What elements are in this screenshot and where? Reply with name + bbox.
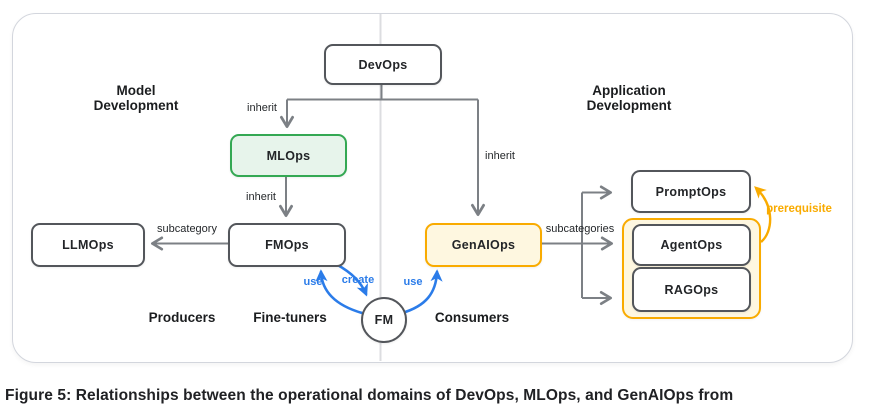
- node-fmops: FMOps: [228, 223, 346, 267]
- node-devops: DevOps: [324, 44, 442, 85]
- edge-label-prerequisite: prerequisite: [766, 203, 832, 215]
- node-llmops: LLMOps: [31, 223, 145, 267]
- edge-label-use-left: use: [303, 276, 323, 288]
- node-fm-label: FM: [374, 313, 394, 327]
- section-producers: Producers: [148, 310, 216, 325]
- section-model-development: Model Development: [93, 83, 179, 113]
- edge-label-inherit-left: inherit: [247, 102, 277, 114]
- node-mlops-label: MLOps: [266, 148, 311, 163]
- edge-label-subcategories: subcategories: [545, 223, 615, 235]
- node-fm: FM: [361, 297, 407, 343]
- node-mlops: MLOps: [230, 134, 347, 177]
- node-ragops-label: RAGOps: [664, 282, 719, 297]
- edge-label-inherit-mid: inherit: [246, 191, 276, 203]
- node-llmops-label: LLMOps: [62, 238, 114, 252]
- node-promptops-label: PromptOps: [655, 184, 727, 199]
- node-fmops-label: FMOps: [265, 238, 309, 252]
- node-ragops: RAGOps: [632, 267, 751, 312]
- edge-label-subcategory: subcategory: [157, 223, 217, 235]
- node-genaiops-label: GenAIOps: [451, 238, 516, 252]
- section-fine-tuners: Fine-tuners: [253, 310, 327, 325]
- section-consumers: Consumers: [434, 310, 510, 325]
- section-application-development: Application Development: [586, 83, 672, 113]
- node-promptops: PromptOps: [631, 170, 751, 213]
- node-agentops: AgentOps: [632, 224, 751, 266]
- node-devops-label: DevOps: [358, 57, 408, 72]
- node-genaiops: GenAIOps: [425, 223, 542, 267]
- node-agentops-label: AgentOps: [660, 238, 723, 252]
- edge-label-inherit-right: inherit: [485, 150, 515, 162]
- figure-caption: Figure 5: Relationships between the oper…: [5, 387, 734, 404]
- edge-label-use-right: use: [403, 276, 423, 288]
- edge-label-create: create: [341, 274, 375, 286]
